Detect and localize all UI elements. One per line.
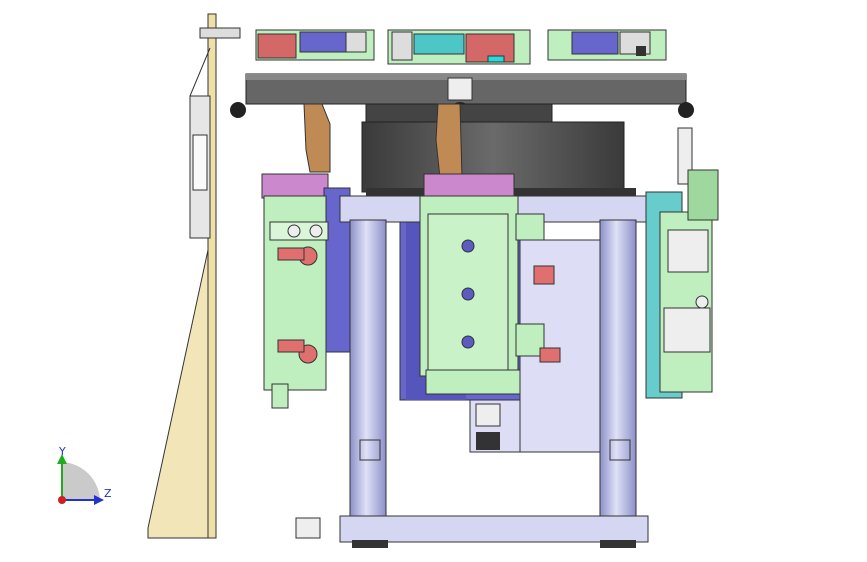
coordinate-triad: Y Z <box>57 445 112 505</box>
top-fixture-right[interactable] <box>547 29 667 61</box>
right-gripper[interactable] <box>645 127 719 399</box>
y-axis-label: Y <box>58 445 66 458</box>
loose-block <box>295 517 321 539</box>
top-fixture-center[interactable] <box>387 29 531 65</box>
top-fixture-left[interactable] <box>255 29 375 61</box>
center-cylinder[interactable] <box>419 195 561 395</box>
proximity-sensor <box>475 403 501 450</box>
z-axis-label: Z <box>104 487 112 500</box>
left-support-plate <box>147 13 241 539</box>
guide-columns <box>339 195 649 548</box>
transfer-arms[interactable] <box>303 103 463 179</box>
rotary-table[interactable] <box>230 73 694 122</box>
left-cylinder[interactable] <box>263 195 329 409</box>
